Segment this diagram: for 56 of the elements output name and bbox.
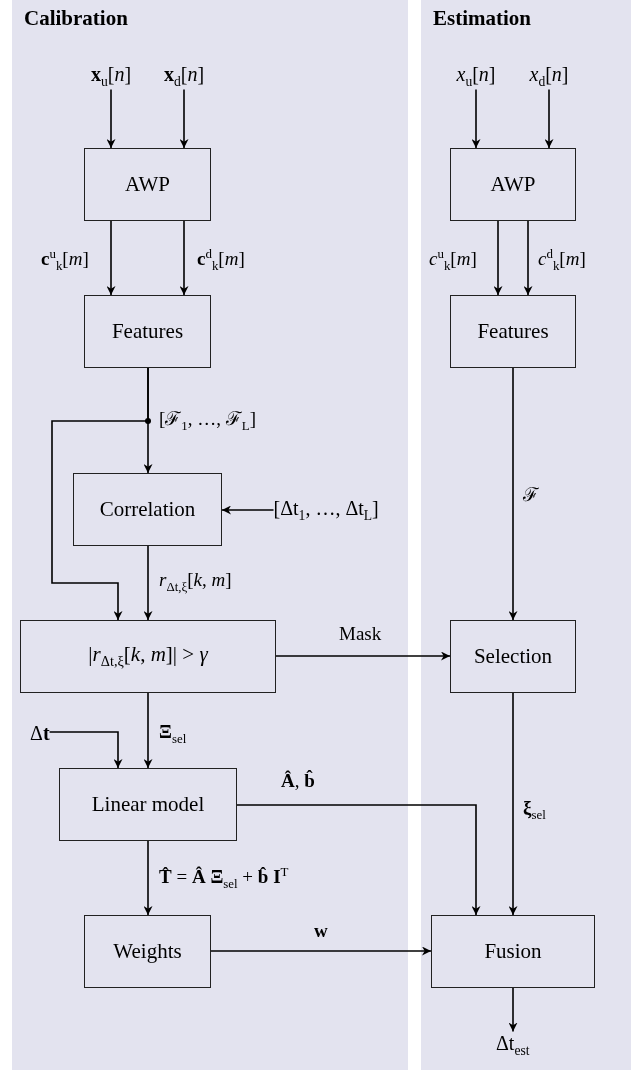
process-box — [431, 915, 595, 988]
signal-label: x$_{u}$[n] — [91, 62, 132, 90]
arrow — [48, 731, 123, 769]
arrow — [544, 88, 554, 149]
edge-label: ξ$_{sel}$ — [522, 798, 547, 822]
arrow — [143, 692, 153, 769]
box-label: Features — [477, 319, 549, 344]
edge-label: [ℱ$_{1}$, …, ℱ$_{L}$] — [158, 409, 257, 433]
signal-label: Δt$_{est}$ — [496, 1031, 530, 1059]
arrow — [523, 220, 533, 296]
signal-label: [Δt$_{1}$, …, Δt$_{L}$] — [273, 496, 379, 524]
arrow — [179, 220, 189, 296]
section-title: Calibration — [24, 6, 128, 31]
process-box — [20, 620, 276, 693]
arrow — [106, 88, 116, 149]
process-box — [84, 915, 211, 988]
process-box — [73, 473, 222, 546]
arrow — [179, 88, 189, 149]
box-label: AWP — [490, 172, 536, 197]
box-label: Fusion — [484, 939, 542, 964]
arrow — [275, 651, 451, 661]
arrow — [508, 692, 518, 916]
arrow — [143, 840, 153, 916]
signal-label: x$_{u}$[n] — [456, 62, 496, 90]
process-box — [450, 148, 576, 221]
process-box — [450, 295, 576, 368]
section-title: Estimation — [433, 6, 531, 31]
edge-label: Ξ$_{sel}$ — [158, 722, 188, 746]
signal-label: x$_{d}$[n] — [164, 62, 205, 90]
box-label: Linear model — [91, 792, 205, 817]
arrow — [471, 88, 481, 149]
box-label: AWP — [125, 172, 170, 197]
box-label: Selection — [473, 644, 553, 669]
box-label: Features — [111, 319, 184, 344]
section-panel — [12, 0, 408, 1070]
arrow — [508, 367, 518, 621]
arrow — [236, 804, 481, 916]
arrow — [493, 220, 503, 296]
arrow — [221, 505, 275, 515]
signal-label: x$_{d}$[n] — [529, 62, 569, 90]
edge-label: Â, b̂ — [280, 771, 316, 792]
process-box — [84, 148, 211, 221]
arrow — [143, 545, 153, 621]
box-label: |r$_{Δt,ξ}$[k, m]| > γ — [88, 642, 208, 671]
signal-label: Δt — [30, 722, 50, 744]
edge-label: r$_{Δt,ξ}$[k, m] — [158, 570, 233, 594]
arrow — [508, 987, 518, 1033]
arrow — [210, 946, 432, 956]
arrow — [106, 220, 116, 296]
box-label: Weights — [113, 939, 182, 964]
section-panel — [421, 0, 631, 1070]
process-box — [84, 295, 211, 368]
process-box — [59, 768, 237, 841]
process-box — [450, 620, 576, 693]
arrow — [51, 367, 149, 621]
box-label: Correlation — [99, 497, 196, 522]
